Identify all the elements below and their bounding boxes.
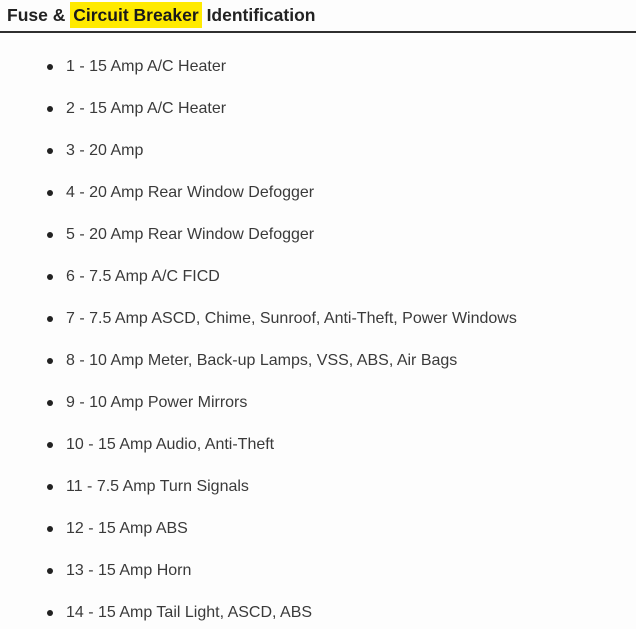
list-item: 2 - 15 Amp A/C Heater xyxy=(46,99,626,118)
page-header: Fuse & Circuit Breaker Identification xyxy=(0,0,636,28)
bullet-icon xyxy=(47,64,53,70)
list-item-label: 12 - 15 Amp ABS xyxy=(66,520,188,537)
divider xyxy=(0,31,636,33)
list-item: 8 - 10 Amp Meter, Back-up Lamps, VSS, AB… xyxy=(46,351,626,370)
list-item-label: 10 - 15 Amp Audio, Anti-Theft xyxy=(66,436,275,453)
list-item-label: 6 - 7.5 Amp A/C FICD xyxy=(66,268,220,285)
list-item: 4 - 20 Amp Rear Window Defogger xyxy=(46,183,626,202)
bullet-icon xyxy=(47,442,53,448)
list-item: 7 - 7.5 Amp ASCD, Chime, Sunroof, Anti-T… xyxy=(46,309,626,328)
list-item-label: 14 - 15 Amp Tail Light, ASCD, ABS xyxy=(66,604,313,621)
bullet-icon xyxy=(47,148,53,154)
highlighted-text: Circuit Breaker xyxy=(70,2,202,28)
list-item: 13 - 15 Amp Horn xyxy=(46,561,626,580)
list-item-label: 8 - 10 Amp Meter, Back-up Lamps, VSS, AB… xyxy=(66,352,458,369)
list-item-label: 3 - 20 Amp xyxy=(66,142,144,159)
list-item-label: 13 - 15 Amp Horn xyxy=(66,562,192,579)
page-title-suffix: Identification xyxy=(201,5,316,25)
bullet-icon xyxy=(47,568,53,574)
bullet-icon xyxy=(47,106,53,112)
list-item: 11 - 7.5 Amp Turn Signals xyxy=(46,477,626,496)
list-item-label: 11 - 7.5 Amp Turn Signals xyxy=(66,478,249,495)
fuse-list: 1 - 15 Amp A/C Heater 2 - 15 Amp A/C Hea… xyxy=(0,57,636,622)
bullet-icon xyxy=(47,610,53,616)
list-item-label: 2 - 15 Amp A/C Heater xyxy=(66,100,227,117)
bullet-icon xyxy=(47,358,53,364)
bullet-icon xyxy=(47,400,53,406)
list-item: 3 - 20 Amp xyxy=(46,141,626,160)
list-item-label: 4 - 20 Amp Rear Window Defogger xyxy=(66,184,315,201)
list-item: 9 - 10 Amp Power Mirrors xyxy=(46,393,626,412)
list-item: 1 - 15 Amp A/C Heater xyxy=(46,57,626,76)
list-item: 14 - 15 Amp Tail Light, ASCD, ABS xyxy=(46,603,626,622)
list-item: 12 - 15 Amp ABS xyxy=(46,519,626,538)
list-item: 5 - 20 Amp Rear Window Defogger xyxy=(46,225,626,244)
bullet-icon xyxy=(47,316,53,322)
bullet-icon xyxy=(47,190,53,196)
bullet-icon xyxy=(47,232,53,238)
bullet-icon xyxy=(47,484,53,490)
list-item-label: 5 - 20 Amp Rear Window Defogger xyxy=(66,226,315,243)
list-item-label: 7 - 7.5 Amp ASCD, Chime, Sunroof, Anti-T… xyxy=(66,310,517,327)
list-item: 6 - 7.5 Amp A/C FICD xyxy=(46,267,626,286)
list-item: 10 - 15 Amp Audio, Anti-Theft xyxy=(46,435,626,454)
list-item-label: 9 - 10 Amp Power Mirrors xyxy=(66,394,248,411)
page-title: Fuse & Circuit Breaker Identification xyxy=(7,2,628,28)
bullet-icon xyxy=(47,274,53,280)
page-title-prefix: Fuse & xyxy=(7,5,71,25)
list-item-label: 1 - 15 Amp A/C Heater xyxy=(66,58,227,75)
bullet-icon xyxy=(47,526,53,532)
